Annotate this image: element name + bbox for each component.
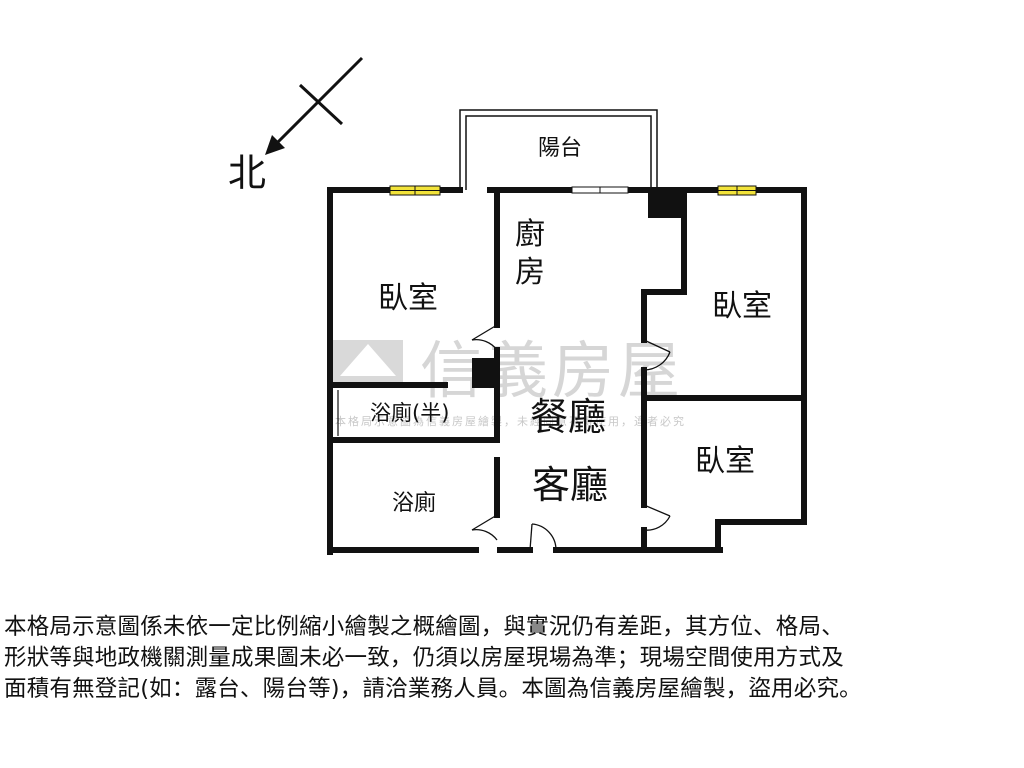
balcony-outline xyxy=(459,109,658,190)
watermark-brand: 信義房屋 xyxy=(420,334,684,407)
window xyxy=(717,185,757,196)
bedroom-se-label: 臥室 xyxy=(695,444,755,479)
north-arrow-icon xyxy=(265,56,364,155)
watermark: 信義房屋 本格局示意圖為信義房屋繪製，未經同意不得使用，違者必究 xyxy=(333,334,686,428)
window xyxy=(389,185,441,196)
column xyxy=(648,190,684,218)
dining-label: 餐廳 xyxy=(530,395,606,439)
walls xyxy=(327,187,807,555)
sinyi-logo-icon xyxy=(333,340,403,382)
compass-label: 北 xyxy=(228,151,266,195)
half-bath-label: 浴廁(半) xyxy=(370,401,449,425)
door-swings xyxy=(471,324,671,551)
kitchen-label-2: 房 xyxy=(515,255,545,290)
disclaimer-line: 形狀等與地政機關測量成果圖未必一致，仍須以房屋現場為準；現場空間使用方式及 xyxy=(4,645,844,671)
bathroom-label: 浴廁 xyxy=(392,491,436,516)
kitchen-label-1: 廚 xyxy=(515,217,545,252)
bedroom-ne-label: 臥室 xyxy=(712,289,772,324)
disclaimer: 本格局示意圖係未依一定比例縮小繪製之概繪圖，與實況仍有差距，其方位、格局、 形狀… xyxy=(4,612,1020,705)
column xyxy=(472,358,500,388)
bedroom-nw-label: 臥室 xyxy=(378,281,438,316)
sliding-door xyxy=(571,186,629,194)
disclaimer-line: 面積有無登記(如：露台、陽台等)，請洽業務人員。本圖為信義房屋繪製，盜用必究。 xyxy=(4,676,862,702)
balcony-label: 陽台 xyxy=(538,136,582,161)
watermark-fine-print: 本格局示意圖為信義房屋繪製，未經同意不得使用，違者必究 xyxy=(335,414,686,428)
disclaimer-line: 本格局示意圖係未依一定比例縮小繪製之概繪圖，與實況仍有差距，其方位、格局、 xyxy=(4,614,844,640)
living-label: 客廳 xyxy=(532,463,608,507)
floor-plan: 北 信義房屋 本格局示意圖為信義房屋繪製，未經同意不得使用，違者必究 xyxy=(228,56,807,555)
